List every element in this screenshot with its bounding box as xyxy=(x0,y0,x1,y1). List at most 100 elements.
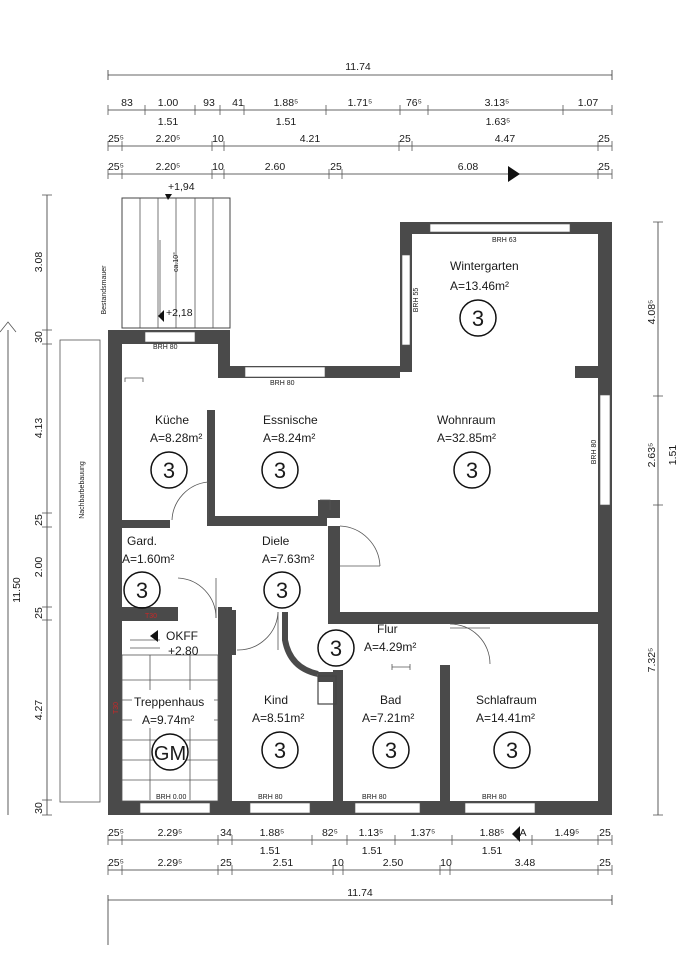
dim-top-r1-1: 1.00 xyxy=(158,97,179,109)
dim-bot-r2-4: 10 xyxy=(332,857,344,869)
dim-left-1: 30 xyxy=(33,331,45,343)
window-label-brh80-schlaf: BRH 80 xyxy=(482,794,507,801)
room-essnische: Essnische A=8.24m² 3 xyxy=(261,413,318,489)
dim-top-r3-1: 2.20⁵ xyxy=(156,161,181,173)
dim-top-r3-6: 25 xyxy=(598,161,610,173)
room-kueche: Küche A=8.28m² 3 xyxy=(150,413,202,489)
room-name: Wintergarten xyxy=(450,259,519,273)
window-label-brh80-ess: BRH 80 xyxy=(270,380,295,387)
dim-bot-r1b-0: 1.51 xyxy=(260,845,281,857)
dim-top-r2-1: 2.20⁵ xyxy=(156,133,181,145)
doors xyxy=(124,377,491,705)
dim-right-1: 2.63⁵ xyxy=(646,443,658,468)
window-label-brh80-kind: BRH 80 xyxy=(258,794,283,801)
right-dimensions: 4.08⁵ 2.63⁵ 7.32⁵ 1.51 xyxy=(646,221,679,816)
dim-left-5: 25 xyxy=(33,607,45,619)
dim-bot-r2-3: 2.51 xyxy=(273,857,294,869)
room-schlafraum: Schlafraum A=14.41m² 3 xyxy=(476,693,537,769)
room-tag: 3 xyxy=(466,458,478,483)
room-name: Gard. xyxy=(127,534,157,548)
dim-bottom-overall: 11.74 xyxy=(347,887,373,899)
dim-bot-r1-2: 34 xyxy=(220,827,232,839)
room-name: Treppenhaus xyxy=(134,695,204,709)
dim-top-r3-2: 10 xyxy=(212,161,224,173)
left-dimensions: 3.08 30 4.13 25 2.00 25 4.27 30 11.50 Be… xyxy=(0,194,108,816)
room-area: A=4.29m² xyxy=(364,640,416,654)
window-label-brh63: BRH 63 xyxy=(492,237,517,244)
room-area: A=14.41m² xyxy=(476,711,535,725)
room-area: A=7.21m² xyxy=(362,711,414,725)
room-name: Wohnraum xyxy=(437,413,495,427)
room-area: A=8.24m² xyxy=(263,431,315,445)
dim-bot-r1-8: A xyxy=(519,827,526,839)
room-tag: 3 xyxy=(472,306,484,331)
room-area: A=8.28m² xyxy=(150,431,202,445)
dim-bot-r2-1: 2.29⁵ xyxy=(158,857,183,869)
dim-top-r1b-1: 1.51 xyxy=(276,116,297,128)
okff-label: OKFF xyxy=(166,629,198,643)
level-top-mid: +2,18 xyxy=(166,307,193,319)
dim-left-4: 2.00 xyxy=(33,557,45,578)
dim-top-r3-4: 25 xyxy=(330,161,342,173)
room-area: A=8.51m² xyxy=(252,711,304,725)
room-tag: 3 xyxy=(385,738,397,763)
red-mark-t30-top: T30 xyxy=(145,613,157,620)
top-dimensions: 11.74 83 1.00 93 41 1.88⁵ 1.71⁵ 76⁵ 3.13… xyxy=(107,61,613,182)
okff-level: OKFF +2.80 xyxy=(150,629,199,658)
room-flur: Flur A=4.29m² 3 xyxy=(317,622,416,667)
dim-top-r1-3: 41 xyxy=(232,97,244,109)
dim-top-r1-0: 83 xyxy=(121,97,133,109)
dim-bot-r1b-1: 1.51 xyxy=(362,845,383,857)
room-tag: 3 xyxy=(274,458,286,483)
room-area: A=13.46m² xyxy=(450,279,509,293)
room-garderobe: Gard. A=1.60m² 3 xyxy=(122,534,174,609)
windows: BRH 63 BRH 55 BRH 80 BRH 80 BRH 80 BRH 8… xyxy=(139,223,611,814)
dim-bot-r1-0: 25⁵ xyxy=(108,827,124,839)
dim-left-2: 4.13 xyxy=(33,418,45,439)
dim-top-r1-5: 1.71⁵ xyxy=(348,97,373,109)
room-kind: Kind A=8.51m² 3 xyxy=(252,693,304,769)
room-tag: 3 xyxy=(274,738,286,763)
dim-bot-r1-4: 82⁵ xyxy=(322,827,338,839)
dim-bot-r2-8: 25 xyxy=(599,857,611,869)
annex-frame: ca.10° +1,94 +2,18 xyxy=(121,181,231,329)
dim-top-r2-4: 25 xyxy=(399,133,411,145)
dim-bot-r2-0: 25⁵ xyxy=(108,857,124,869)
dim-bot-r2-2: 25 xyxy=(220,857,232,869)
dim-bot-r1-3: 1.88⁵ xyxy=(260,827,285,839)
room-area: A=9.74m² xyxy=(142,713,194,727)
dim-top-r1-2: 93 xyxy=(203,97,215,109)
dim-bot-r1-9: 1.49⁵ xyxy=(555,827,580,839)
okff-value: +2.80 xyxy=(168,644,199,658)
dim-bot-r2-7: 3.48 xyxy=(515,857,536,869)
dim-bot-r1-5: 1.13⁵ xyxy=(359,827,384,839)
red-mark-t30-stair: T30 xyxy=(113,702,120,714)
room-wintergarten: Wintergarten A=13.46m² 3 xyxy=(450,259,519,337)
room-area: A=7.63m² xyxy=(262,552,314,566)
dim-top-r2-2: 10 xyxy=(212,133,224,145)
dim-top-r3-3: 2.60 xyxy=(265,161,286,173)
room-name: Bad xyxy=(380,693,401,707)
section-arrow-icon xyxy=(508,166,520,182)
room-diele: Diele A=7.63m² 3 xyxy=(262,534,314,609)
dim-bot-r1-1: 2.29⁵ xyxy=(158,827,183,839)
room-tag: 3 xyxy=(276,578,288,603)
dim-top-r2-5: 4.47 xyxy=(495,133,516,145)
window-label-brh55: BRH 55 xyxy=(413,288,420,313)
section-arrow-bottom-icon xyxy=(512,826,520,842)
room-tag: 3 xyxy=(330,636,342,661)
room-treppenhaus: Treppenhaus A=9.74m² GM xyxy=(132,690,214,771)
dim-top-r3-5: 6.08 xyxy=(458,161,479,173)
room-bad: Bad A=7.21m² 3 xyxy=(362,693,414,769)
dim-top-r3-0: 25⁵ xyxy=(108,161,124,173)
room-tag: 3 xyxy=(163,458,175,483)
room-name: Kind xyxy=(264,693,288,707)
window-label-brh000: BRH 0.00 xyxy=(156,794,186,801)
walls xyxy=(108,222,612,815)
room-name: Küche xyxy=(155,413,189,427)
dim-left-overall: 11.50 xyxy=(11,577,23,603)
label-nachbarbebauung: Nachbarbebauung xyxy=(79,461,86,519)
window-label-brh80-bad: BRH 80 xyxy=(362,794,387,801)
dim-left-3: 25 xyxy=(33,514,45,526)
